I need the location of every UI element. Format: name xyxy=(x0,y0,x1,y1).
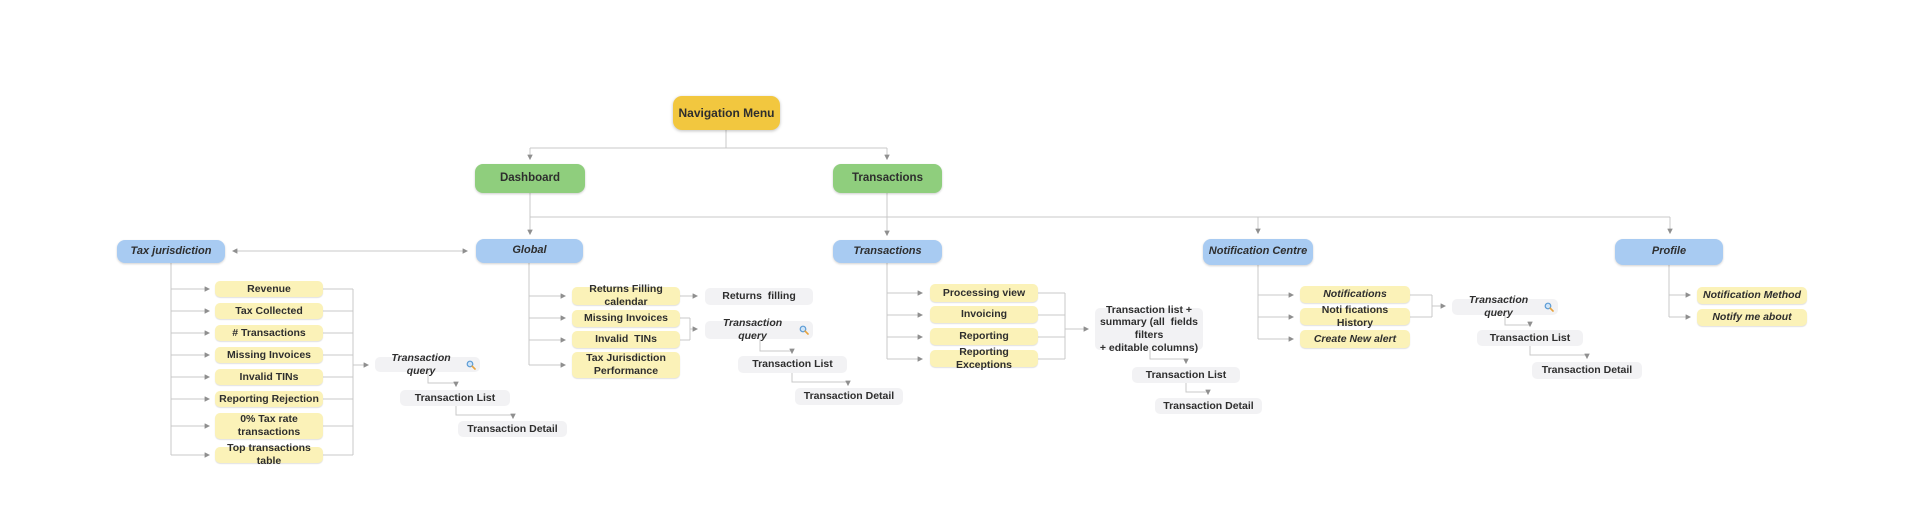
node-label: Transaction List xyxy=(1489,331,1571,344)
node-global-returns-filling[interactable]: Returns filling xyxy=(705,288,813,305)
node-transactions-list-summary[interactable]: Transaction list + summary (all fields f… xyxy=(1095,304,1203,354)
node-tax-item-top-transactions-table[interactable]: Top transactions table xyxy=(215,442,323,467)
node-label: Top transactions table xyxy=(227,442,314,467)
node-label: Transactions xyxy=(852,171,923,184)
node-label: Transaction Detail xyxy=(1163,399,1254,412)
node-tax-transaction-query[interactable]: Transaction query xyxy=(375,352,480,377)
node-transactions-transaction-detail[interactable]: Transaction Detail xyxy=(1155,398,1262,414)
node-label: Missing Invoices xyxy=(226,348,312,361)
node-label: Returns Filling calendar xyxy=(589,283,666,308)
node-label: Global xyxy=(512,244,547,257)
node-global-item-invalid-tins[interactable]: Invalid TINs xyxy=(572,331,680,348)
node-label: Transaction List xyxy=(414,391,496,404)
magnifier-icon xyxy=(1544,302,1554,312)
node-notification-transaction-list[interactable]: Transaction List xyxy=(1477,330,1583,346)
node-label: Navigation Menu xyxy=(678,105,775,120)
node-label: Transaction list + summary (all fields f… xyxy=(1099,303,1199,354)
node-label: Transaction List xyxy=(752,358,833,371)
node-label: Returns filling xyxy=(722,290,796,303)
node-label: Profile xyxy=(1651,245,1687,258)
node-global-item-tax-jurisdiction-performance[interactable]: Tax Jurisdiction Performance xyxy=(572,352,680,378)
node-label: Create New alert xyxy=(1313,332,1397,345)
node-label: Notification Centre xyxy=(1208,245,1308,258)
node-tax-transaction-list[interactable]: Transaction List xyxy=(400,390,510,406)
magnifier-icon xyxy=(799,325,809,335)
node-tax-item-invalid-tins[interactable]: Invalid TINs xyxy=(215,369,323,385)
node-dashboard[interactable]: Dashboard xyxy=(475,164,585,193)
node-tax-item-zero-tax-rate[interactable]: 0% Tax rate transactions xyxy=(215,413,323,439)
node-label: Transaction Detail xyxy=(803,390,895,403)
node-label: Revenue xyxy=(247,282,291,295)
node-transactions-transaction-list[interactable]: Transaction List xyxy=(1132,367,1240,383)
node-global-transaction-query[interactable]: Transaction query xyxy=(705,317,813,342)
node-label: Invalid TINs xyxy=(239,370,299,383)
node-label: Notify me about xyxy=(1712,311,1792,324)
node-transactions-item-invoicing[interactable]: Invoicing xyxy=(930,306,1038,323)
node-label: Notifications xyxy=(1323,288,1387,301)
node-label: Tax Collected xyxy=(235,304,303,317)
node-notification-centre[interactable]: Notification Centre xyxy=(1203,239,1313,265)
node-global-item-missing-invoices[interactable]: Missing Invoices xyxy=(572,310,680,327)
node-transactions-menu[interactable]: Transactions xyxy=(833,164,942,193)
node-transactions-item-processing-view[interactable]: Processing view xyxy=(930,284,1038,302)
node-tax-item-missing-invoices[interactable]: Missing Invoices xyxy=(215,347,323,363)
magnifier-icon xyxy=(466,360,476,370)
node-notification-item-notifications[interactable]: Notifications xyxy=(1300,286,1410,303)
node-profile-item-notification-method[interactable]: Notification Method xyxy=(1697,287,1807,304)
node-transactions-item-reporting-exceptions[interactable]: Reporting Exceptions xyxy=(930,346,1038,371)
node-label: Notification Method xyxy=(1703,289,1801,302)
node-tax-item-tax-collected[interactable]: Tax Collected xyxy=(215,303,323,319)
node-label: Transactions xyxy=(853,244,922,257)
node-label: Missing Invoices xyxy=(583,312,669,325)
node-label: Noti fications History xyxy=(1321,303,1392,329)
node-global-item-returns-filling-calendar[interactable]: Returns Filling calendar xyxy=(572,283,680,308)
node-label: 0% Tax rate transactions xyxy=(237,413,301,438)
node-label: Reporting xyxy=(959,330,1009,343)
node-label: Transaction Detail xyxy=(467,422,558,435)
node-notification-transaction-query[interactable]: Transaction query xyxy=(1452,294,1558,319)
node-global-transaction-list[interactable]: Transaction List xyxy=(738,356,847,373)
node-transactions-item-reporting[interactable]: Reporting xyxy=(930,328,1038,345)
node-label: Transaction query xyxy=(391,351,454,377)
node-label: Tax Jurisdiction Performance xyxy=(586,352,669,377)
node-notification-transaction-detail[interactable]: Transaction Detail xyxy=(1532,362,1642,379)
node-label: Transaction query xyxy=(722,317,786,342)
node-label: Invalid TINs xyxy=(595,333,657,346)
node-tax-transaction-detail[interactable]: Transaction Detail xyxy=(458,421,567,437)
node-label: Transaction List xyxy=(1145,368,1227,381)
node-tax-item-reporting-rejection[interactable]: Reporting Rejection xyxy=(215,391,323,407)
node-tax-item-num-transactions[interactable]: # Transactions xyxy=(215,325,323,341)
node-global-transaction-detail[interactable]: Transaction Detail xyxy=(795,388,903,405)
node-notification-item-create-new-alert[interactable]: Create New alert xyxy=(1300,330,1410,348)
node-label: Transaction query xyxy=(1468,294,1532,319)
node-navigation-menu[interactable]: Navigation Menu xyxy=(673,96,780,130)
node-global[interactable]: Global xyxy=(476,239,583,263)
node-label: Processing view xyxy=(942,286,1026,299)
node-profile-item-notify-me-about[interactable]: Notify me about xyxy=(1697,309,1807,326)
node-label: Tax jurisdiction xyxy=(130,244,212,257)
node-notification-item-notifications-history[interactable]: Noti fications History xyxy=(1300,304,1410,329)
node-profile[interactable]: Profile xyxy=(1615,239,1723,265)
node-label: Invoicing xyxy=(960,308,1008,321)
node-tax-jurisdiction[interactable]: Tax jurisdiction xyxy=(117,240,225,263)
node-label: Transaction Detail xyxy=(1541,364,1633,377)
node-label: Reporting Rejection xyxy=(219,392,319,405)
node-label: Dashboard xyxy=(499,171,561,184)
node-tax-item-revenue[interactable]: Revenue xyxy=(215,281,323,297)
node-label: # Transactions xyxy=(232,326,306,339)
node-label: Reporting Exceptions xyxy=(955,345,1013,371)
node-transactions-section[interactable]: Transactions xyxy=(833,240,942,263)
